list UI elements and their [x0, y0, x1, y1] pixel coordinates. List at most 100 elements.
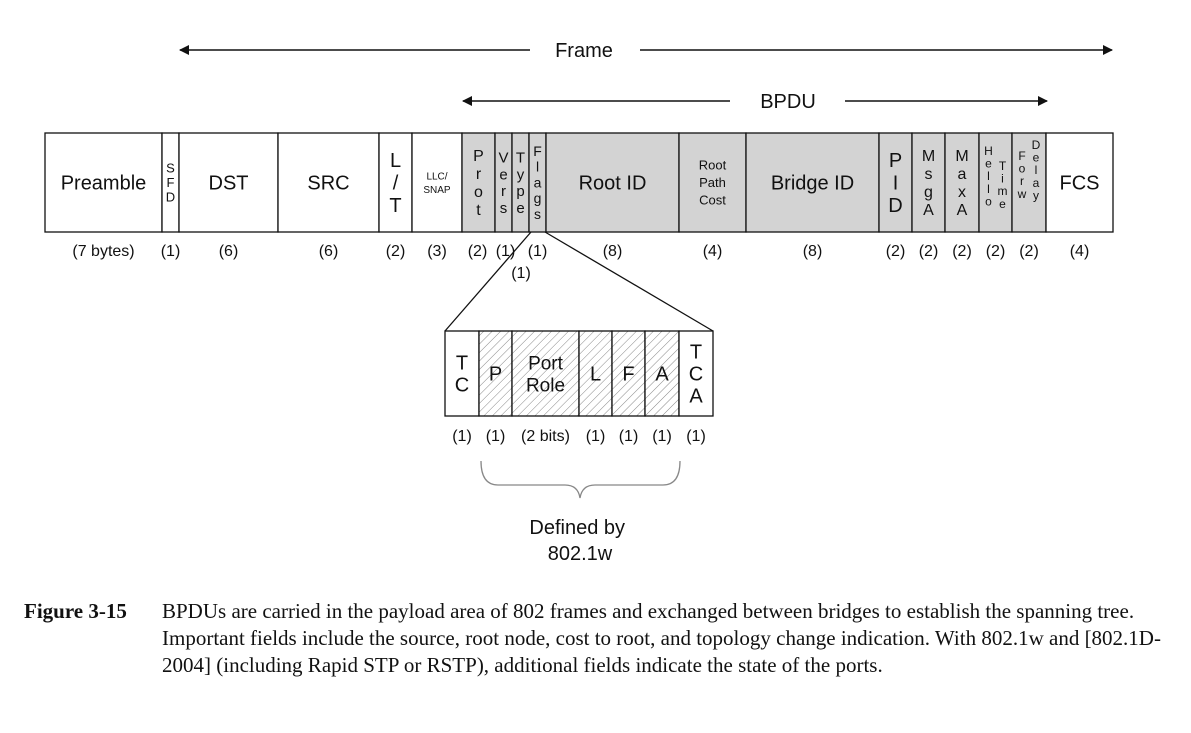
flag-label: A [655, 364, 669, 386]
flag-cell [611, 330, 646, 417]
field-cell [878, 132, 913, 233]
flag-cell [478, 330, 513, 417]
field-label: Preamble [61, 173, 147, 195]
flag-label: P [489, 364, 502, 386]
flag-label: F [622, 364, 634, 386]
flag-cell [511, 330, 580, 417]
field-label: DST [209, 173, 249, 195]
field-src: SRC (6) [277, 132, 380, 260]
flag-bit-f: F (1) [611, 330, 646, 445]
field-cell [411, 132, 463, 233]
bpdu-label: BPDU [760, 91, 816, 113]
field-cell [277, 132, 380, 233]
field-cell [1011, 132, 1047, 233]
field-size: (4) [703, 243, 723, 260]
flag-size: (1) [652, 428, 672, 445]
type-size-label: (1) [511, 265, 531, 282]
brace-label: Defined by 802.1w [529, 517, 630, 565]
field-cell [461, 132, 496, 233]
field-size: (3) [427, 243, 447, 260]
figure-label: Figure 3-15 [24, 599, 127, 623]
defined-by-brace [480, 460, 681, 499]
field-cell [44, 132, 163, 233]
frame-label: Frame [555, 40, 613, 62]
bpdu-span-arrow: BPDU [462, 91, 1048, 113]
field-dst: DST (6) [178, 132, 279, 260]
field-size: (4) [1070, 243, 1090, 260]
flag-size: (1) [486, 428, 506, 445]
flag-cell [678, 330, 714, 417]
flag-size: (1) [619, 428, 639, 445]
flag-bit-a: A (1) [644, 330, 680, 445]
field-label: Bridge ID [771, 173, 854, 195]
field-size: (2) [886, 243, 906, 260]
field-size: (1) [496, 243, 516, 260]
field-preamble: Preamble (7 bytes) [44, 132, 163, 260]
field-lt: L/T(2) [378, 132, 413, 260]
field-size: (6) [319, 243, 339, 260]
figure-caption-text: BPDUs are carried in the payload area of… [162, 599, 1161, 677]
flag-cell [444, 330, 480, 417]
field-cell [545, 132, 680, 233]
field-size: (7 bytes) [72, 243, 134, 260]
field-cell [745, 132, 880, 233]
field-label: LLC/SNAP [423, 171, 451, 196]
flag-label: L [590, 364, 601, 386]
field-size: (2) [468, 243, 488, 260]
field-root-id: Root ID (8) [545, 132, 680, 260]
field-cell [978, 132, 1013, 233]
field-size: (1) [528, 243, 548, 260]
frame-span-arrow: Frame [179, 40, 1113, 62]
field-size: (6) [219, 243, 239, 260]
flag-bit-p: P (1) [478, 330, 513, 445]
field-size: (8) [603, 243, 623, 260]
field-cell [1045, 132, 1114, 233]
field-label: Root ID [579, 173, 647, 195]
field-cell [178, 132, 279, 233]
field-size: (2) [952, 243, 972, 260]
field-size: (2) [919, 243, 939, 260]
field-label: L/T [389, 150, 401, 217]
flag-size: (1) [686, 428, 706, 445]
field-cell [678, 132, 747, 233]
flag-size: (1) [586, 428, 606, 445]
field-cell [378, 132, 413, 233]
field-label: SRC [307, 173, 349, 195]
field-label: FCS [1060, 173, 1100, 195]
field-cell [911, 132, 946, 233]
field-size: (8) [803, 243, 823, 260]
field-size: (2) [986, 243, 1006, 260]
flag-size: (2 bits) [521, 428, 570, 445]
field-llc-snap: LLC/SNAP (3) [411, 132, 463, 260]
figure-caption: Figure 3-15 BPDUs are carried in the pay… [24, 598, 1164, 679]
flags-zoom-lines [444, 231, 714, 332]
field-size: (2) [1019, 243, 1039, 260]
flag-cell [644, 330, 680, 417]
field-fcs: FCS (4) [1045, 132, 1114, 260]
